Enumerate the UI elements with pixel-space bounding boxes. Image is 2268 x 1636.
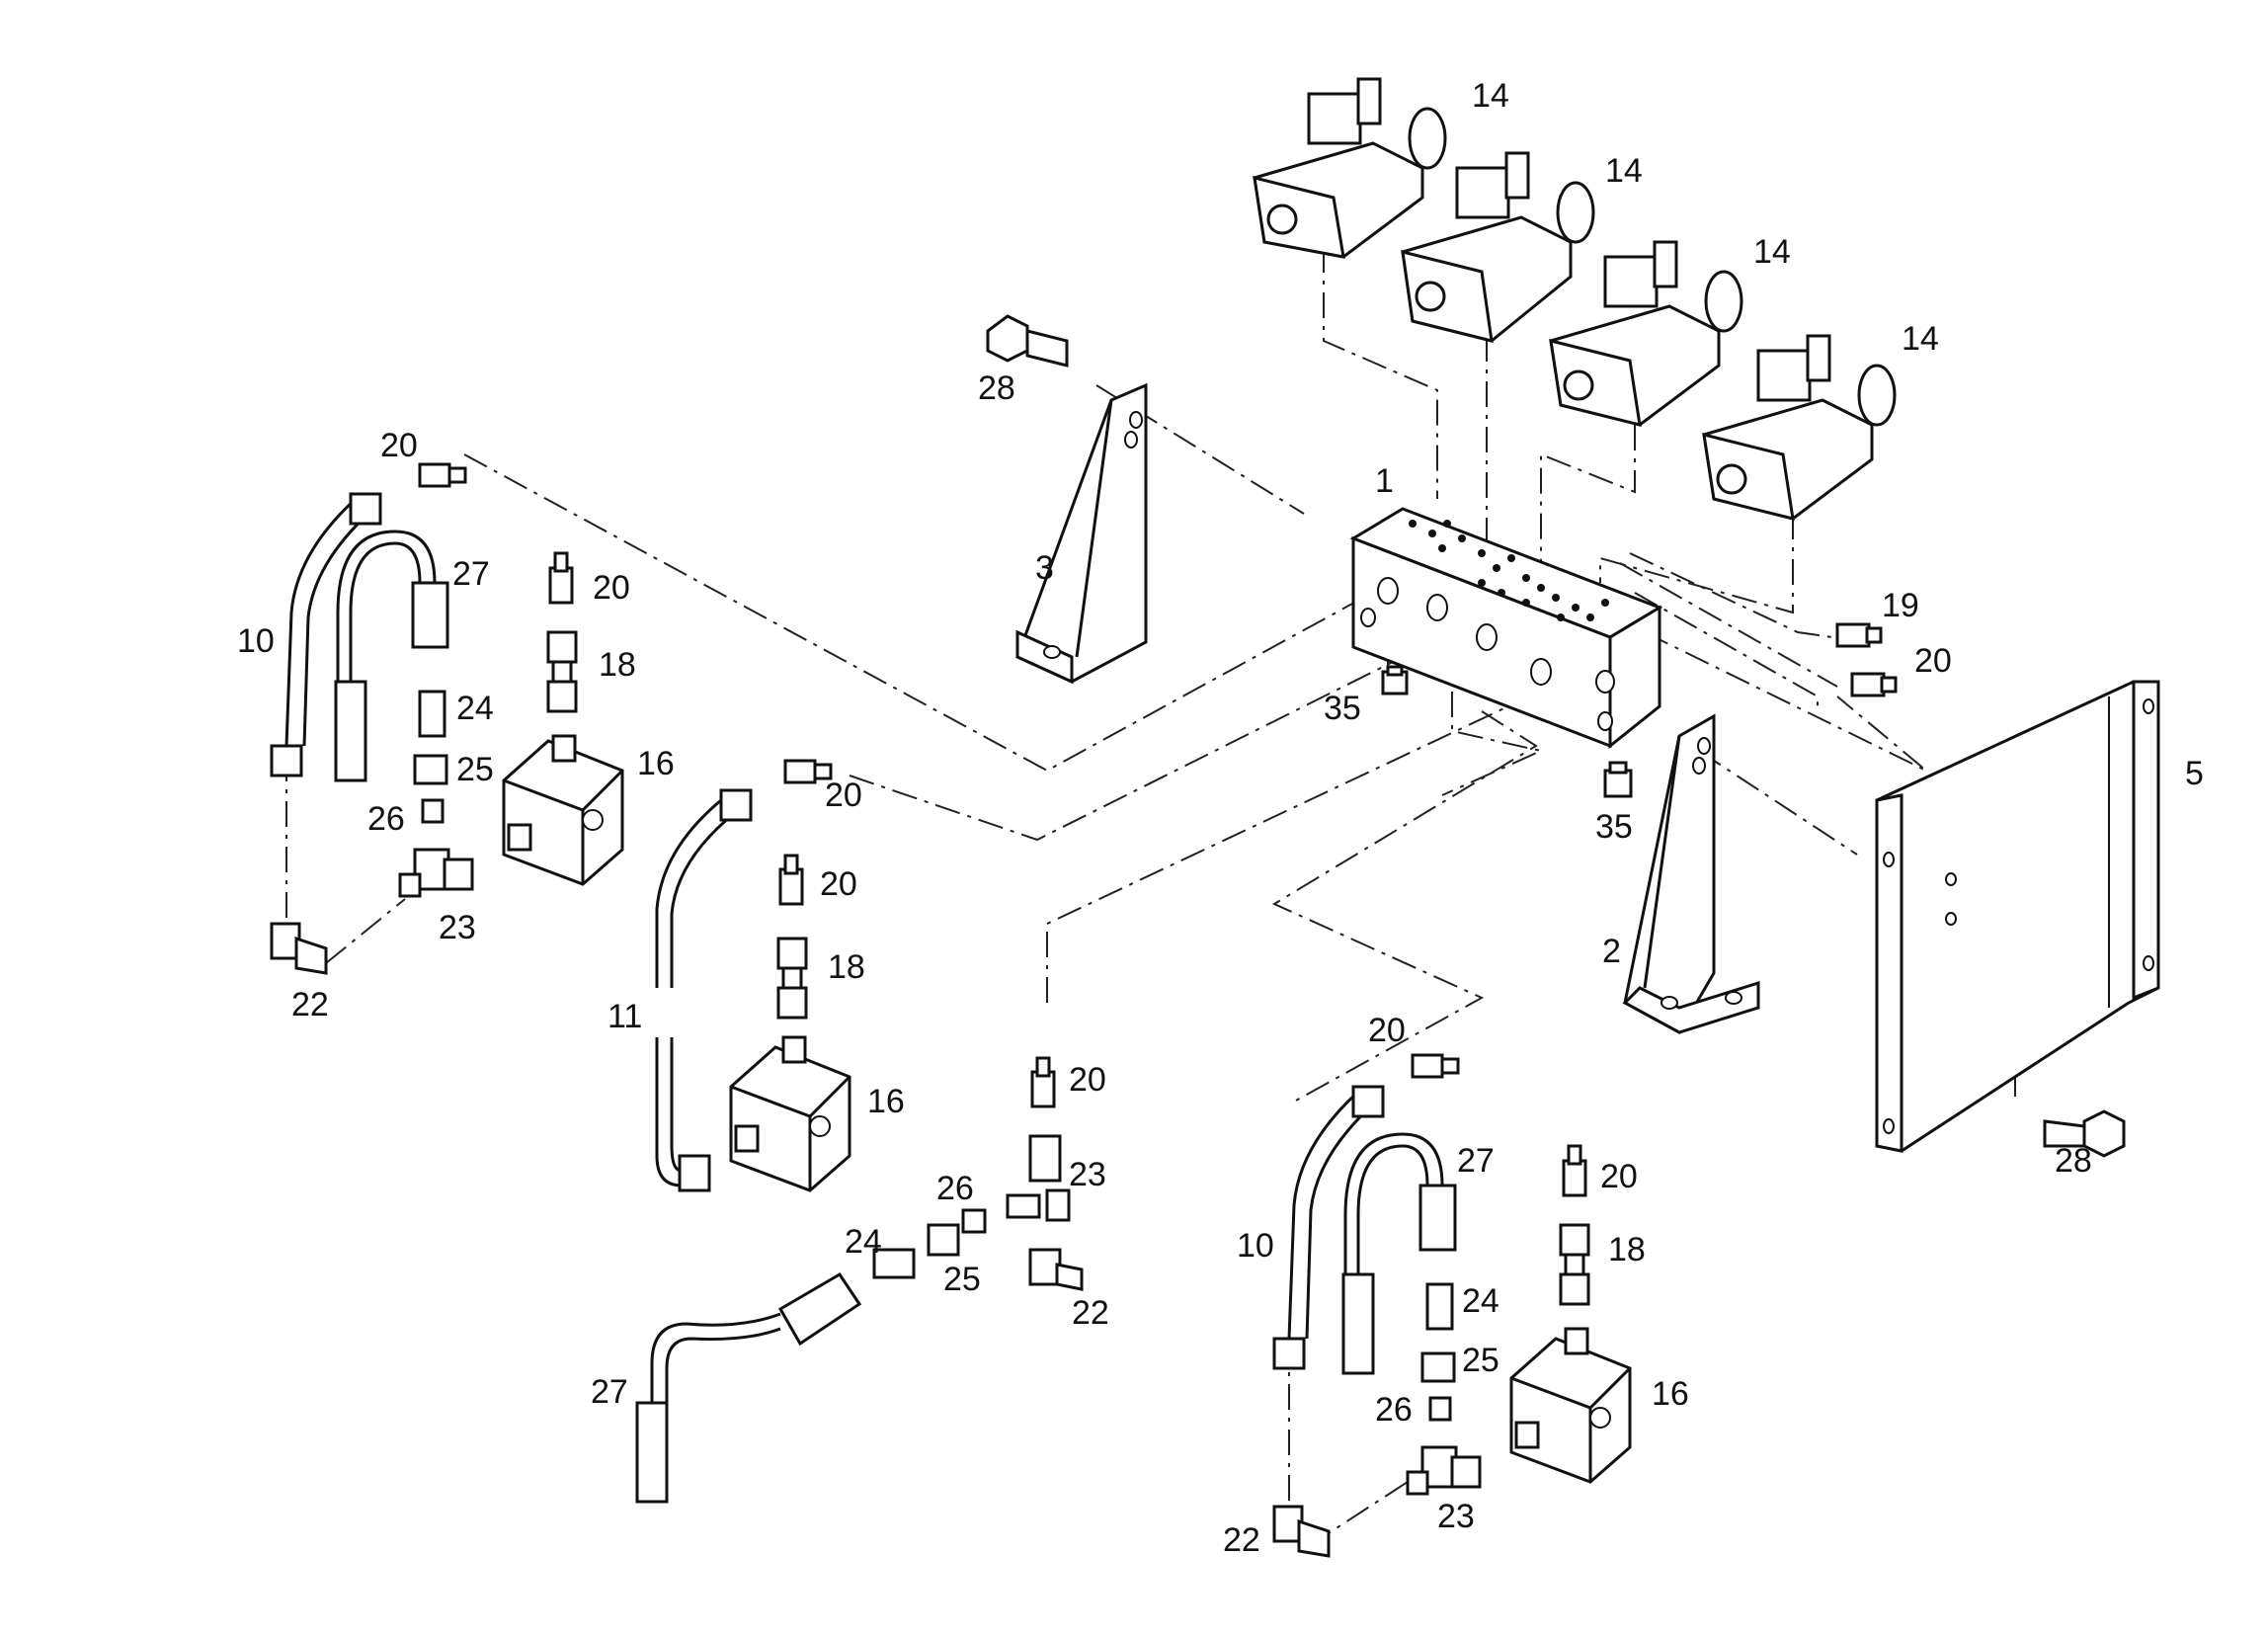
- solenoid-valve-3: [1549, 240, 1743, 428]
- pipe-11: [655, 788, 753, 1192]
- callout-35-a: 35: [1324, 690, 1361, 727]
- callout-20-manifold: 20: [1914, 642, 1952, 680]
- callout-23-bottom: 23: [1437, 1498, 1475, 1535]
- callout-35-b: 35: [1595, 808, 1633, 846]
- callout-2: 2: [1602, 933, 1621, 970]
- callout-28-bottom: 28: [2055, 1142, 2092, 1180]
- nut-25-left: [413, 754, 448, 785]
- nut-25-center: [927, 1223, 960, 1257]
- callout-20-center: 20: [1069, 1061, 1106, 1099]
- pipe-10-left: [270, 492, 382, 777]
- bracket-right: [1622, 713, 1760, 1035]
- callout-24-bottom: 24: [1462, 1282, 1499, 1320]
- plug-35-a: [1381, 665, 1409, 695]
- callout-27-center: 27: [591, 1373, 628, 1411]
- elbow-22-bottom: [1272, 1505, 1331, 1558]
- callout-16-bottom: 16: [1652, 1375, 1689, 1413]
- solenoid-valve-4: [1702, 334, 1897, 522]
- callout-18-bottom: 18: [1608, 1231, 1646, 1268]
- sensor-27-left: [334, 530, 449, 782]
- fitting-20-mid-upper: [778, 854, 804, 906]
- callout-18-mid: 18: [828, 948, 865, 986]
- fitting-20-left-top: [418, 462, 467, 488]
- nut-18-left: [546, 630, 578, 713]
- callout-10-bottom: 10: [1237, 1227, 1274, 1265]
- nut-25-bottom: [1420, 1351, 1456, 1383]
- solenoid-valve-2: [1401, 151, 1595, 343]
- ferrule-26-center: [961, 1208, 987, 1234]
- fitting-19-manifold: [1835, 622, 1883, 648]
- sensor-27-center: [635, 1271, 862, 1504]
- plug-35-b: [1603, 761, 1633, 798]
- callout-16-left: 16: [637, 745, 675, 782]
- callout-27-bottom: 27: [1457, 1142, 1495, 1180]
- pipe-10-bottom: [1272, 1085, 1385, 1370]
- callout-20-left-top: 20: [380, 427, 418, 464]
- callout-27-left: 27: [452, 555, 490, 593]
- callout-14-b: 14: [1605, 152, 1643, 190]
- adapter-24-bottom: [1425, 1282, 1454, 1331]
- bracket-left: [1015, 382, 1148, 685]
- callout-25-center: 25: [943, 1261, 981, 1298]
- callout-5: 5: [2185, 755, 2204, 792]
- callout-23-left: 23: [439, 909, 476, 946]
- manifold-block: [1349, 507, 1663, 750]
- callout-28-top: 28: [978, 369, 1015, 407]
- callout-18-left: 18: [599, 646, 636, 684]
- ferrule-26-left: [421, 798, 445, 824]
- fitting-20-manifold: [1850, 672, 1898, 697]
- callout-3: 3: [1035, 549, 1054, 587]
- callout-20-mid-upper: 20: [820, 865, 857, 903]
- bolt-bottom: [2043, 1109, 2126, 1158]
- tee-23-left: [398, 848, 474, 898]
- bolt-top: [986, 314, 1069, 368]
- tee-23-bottom: [1406, 1445, 1482, 1496]
- nut-18-bottom: [1559, 1223, 1590, 1306]
- fitting-20-mid-top: [783, 759, 833, 784]
- callout-22-center: 22: [1072, 1294, 1109, 1332]
- callout-22-left: 22: [291, 986, 329, 1023]
- callout-20-bottom-upper: 20: [1600, 1158, 1638, 1195]
- callout-25-left: 25: [456, 751, 494, 788]
- callout-19: 19: [1882, 587, 1919, 624]
- ferrule-26-bottom: [1428, 1396, 1452, 1422]
- block-16-mid: [729, 1035, 851, 1192]
- adapter-24-center: [872, 1248, 916, 1279]
- callout-23-center: 23: [1069, 1156, 1106, 1193]
- callout-24-left: 24: [456, 690, 494, 727]
- callout-14-a: 14: [1472, 77, 1509, 115]
- fitting-20-bottom-top: [1411, 1053, 1460, 1079]
- sensor-27-bottom: [1341, 1132, 1457, 1375]
- fitting-20-center: [1030, 1056, 1056, 1108]
- callout-26-left: 26: [367, 800, 405, 838]
- callout-20-left-upper: 20: [593, 569, 630, 607]
- block-16-left: [502, 734, 624, 886]
- fitting-20-left-upper: [548, 551, 574, 605]
- callout-22-bottom: 22: [1223, 1521, 1260, 1559]
- callout-20-mid-top: 20: [825, 777, 862, 814]
- callout-14-c: 14: [1753, 233, 1791, 271]
- tee-23-center: [1006, 1134, 1071, 1222]
- callout-24-center: 24: [845, 1223, 882, 1261]
- fitting-20-bottom-upper: [1562, 1144, 1587, 1197]
- callout-labels: 14 14 14 14 28 20 1 3 27 20 19 10 20 18 …: [237, 77, 2204, 1559]
- callout-16-mid: 16: [867, 1083, 905, 1120]
- elbow-22-left: [270, 922, 328, 975]
- elbow-22-center: [1028, 1248, 1084, 1291]
- callout-1: 1: [1375, 462, 1394, 500]
- callout-25-bottom: 25: [1462, 1342, 1499, 1379]
- adapter-24-left: [418, 690, 446, 738]
- mounting-plate: [1875, 680, 2160, 1153]
- block-16-bottom: [1509, 1327, 1632, 1484]
- nut-18-mid: [776, 937, 808, 1020]
- solenoid-valve-1: [1253, 77, 1447, 259]
- callout-26-center: 26: [936, 1170, 974, 1207]
- callout-10-left: 10: [237, 622, 275, 660]
- callout-14-d: 14: [1902, 320, 1939, 358]
- callout-20-bottom-top: 20: [1368, 1012, 1406, 1049]
- callout-26-bottom: 26: [1375, 1391, 1413, 1429]
- callout-11: 11: [608, 998, 642, 1035]
